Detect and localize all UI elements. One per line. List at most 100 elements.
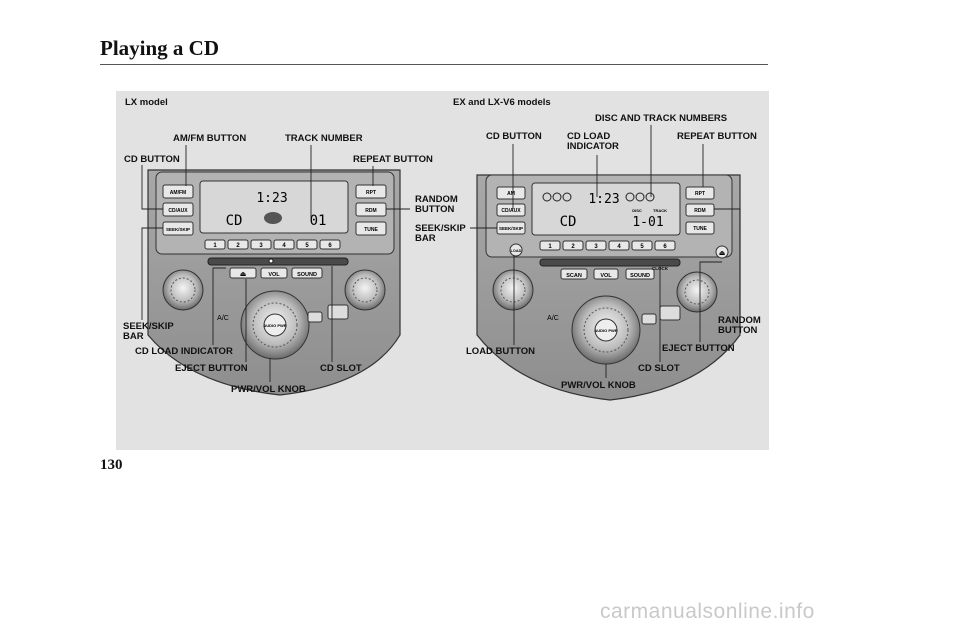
lx-preset-button[interactable]	[227, 239, 249, 250]
ex-preset-button[interactable]	[631, 240, 653, 251]
lx-preset-button[interactable]	[204, 239, 226, 250]
ex-preset-button[interactable]	[608, 240, 630, 251]
lx-random-button[interactable]	[355, 202, 387, 217]
lx-cd-aux-button[interactable]	[162, 202, 194, 217]
eject-icon: ⏏	[240, 270, 247, 278]
ex-load-button[interactable]	[509, 243, 523, 257]
ex-left-climate-knob[interactable]	[492, 269, 534, 311]
recirculation-icon[interactable]	[307, 311, 323, 323]
lx-pwr-vol-knob-center	[263, 313, 287, 337]
ex-pwr-vol-knob-center	[594, 318, 618, 342]
ex-vol-button-text: VOL	[600, 273, 612, 279]
ex-preset-button[interactable]	[562, 240, 584, 251]
ex-tune-bar-text: TUNE	[693, 226, 707, 232]
ex-preset-number: 4	[617, 244, 621, 250]
ex-repeat-button[interactable]	[685, 186, 715, 200]
lx-seek-skip-bar[interactable]	[162, 221, 194, 236]
disc-icon	[645, 192, 655, 202]
ex-preset-number: 2	[571, 244, 575, 250]
lx-knob-text: AUDIO PWR	[263, 323, 286, 328]
rear-defrost-icon[interactable]	[659, 305, 681, 321]
ex-preset-button[interactable]	[539, 240, 561, 251]
disc-icon	[562, 192, 572, 202]
lx-repeat-button[interactable]	[355, 184, 387, 199]
lx-am-fm-button[interactable]	[162, 184, 194, 199]
lx-preset-number: 6	[328, 243, 332, 249]
ex-am-button-text: AM	[507, 191, 515, 197]
page-title: Playing a CD	[100, 36, 220, 60]
lx-repeat-button-text: RPT	[366, 190, 376, 196]
lx-label-random-button-line1: RANDOM	[415, 194, 458, 205]
lx-eject-button[interactable]	[229, 267, 257, 279]
rear-defrost-icon[interactable]	[327, 304, 349, 320]
ex-vol-button[interactable]	[593, 268, 619, 280]
page-number: 130	[100, 457, 123, 473]
ex-sound-button[interactable]	[625, 268, 655, 280]
ex-cd-slot[interactable]	[539, 258, 681, 267]
ex-label-disc-track-numbers: DISC AND TRACK NUMBERS	[595, 113, 728, 124]
lx-preset-number: 5	[305, 243, 309, 249]
recirculation-icon[interactable]	[641, 313, 657, 325]
ex-label-repeat-button: REPEAT BUTTON	[677, 131, 757, 142]
ex-random-button[interactable]	[685, 203, 715, 217]
ex-lcd-time: 1:23	[588, 192, 619, 207]
lx-label-track-number: TRACK NUMBER	[285, 133, 363, 144]
lx-label-cd-slot: CD SLOT	[320, 363, 362, 374]
ex-preset-buttons: 1 2 3 4 5 6	[539, 240, 676, 251]
ex-scan-button-text: SCAN	[566, 273, 582, 279]
ex-repeat-button-text: RPT	[695, 191, 705, 197]
ex-scan-button[interactable]	[560, 268, 588, 280]
lx-label-seek-skip-bar-line2: BAR	[123, 331, 144, 342]
lx-sound-button[interactable]	[291, 267, 323, 279]
ex-cd-aux-button[interactable]	[496, 203, 526, 217]
lx-left-climate-knob[interactable]	[162, 269, 204, 311]
lx-cd-slot[interactable]	[207, 257, 349, 266]
lx-preset-number: 1	[213, 243, 217, 249]
ex-label-seek-skip-bar-line1: SEEK/SKIP	[415, 223, 466, 234]
ex-lcd-display	[531, 182, 681, 236]
lx-right-climate-knob[interactable]	[344, 269, 386, 311]
lx-lcd-vol-indicator	[264, 212, 282, 224]
ex-knob-text: AUDIO PWR	[594, 328, 617, 333]
ex-right-knob-ring	[684, 279, 710, 305]
ex-lcd-disc-track-number: 1-01	[632, 215, 663, 230]
callout-line	[141, 227, 163, 320]
lx-callout-lines	[141, 145, 410, 382]
callout-line	[212, 267, 226, 345]
ex-sound-button-text: SOUND	[630, 273, 650, 279]
callout-line	[699, 261, 722, 342]
ex-label-seek-skip-bar-line2: BAR	[415, 233, 436, 244]
ex-preset-button[interactable]	[585, 240, 607, 251]
ex-model-heading: EX and LX-V6 models	[453, 97, 551, 108]
ex-label-cd-load-indicator-line1: CD LOAD	[567, 131, 611, 142]
ex-lcd-mode: CD	[560, 214, 577, 230]
ex-random-button-text: RDM	[694, 208, 705, 214]
ex-eject-button[interactable]	[715, 245, 729, 259]
ex-label-cd-slot: CD SLOT	[638, 363, 680, 374]
ex-callout-lines	[470, 125, 741, 378]
ex-am-button[interactable]	[496, 186, 526, 200]
ex-label-eject-button: EJECT BUTTON	[662, 343, 735, 354]
eject-icon: ⏏	[719, 249, 726, 257]
ex-tune-bar[interactable]	[685, 221, 715, 235]
ex-right-climate-knob[interactable]	[676, 271, 718, 313]
lx-preset-button[interactable]	[273, 239, 295, 250]
lx-tune-bar[interactable]	[355, 221, 387, 236]
ex-preset-button[interactable]	[654, 240, 676, 251]
lx-label-repeat-button: REPEAT BUTTON	[353, 154, 433, 165]
ex-label-random-button-line1: RANDOM	[718, 315, 761, 326]
lx-preset-button[interactable]	[319, 239, 341, 250]
ex-radio-unit: AM CD/AUX SEEK/SKIP 1:23 CD DISC TRACK 1…	[476, 174, 741, 401]
lx-preset-buttons: 1 2 3 4 5 6	[204, 239, 341, 250]
lx-preset-button[interactable]	[250, 239, 272, 250]
lx-preset-button[interactable]	[296, 239, 318, 250]
lx-vol-button[interactable]	[260, 267, 288, 279]
ex-preset-number: 5	[640, 244, 644, 250]
callout-line	[714, 208, 741, 315]
ex-cd-aux-button-text: CD/AUX	[501, 208, 521, 214]
lx-label-random-button-line2: BUTTON	[415, 204, 455, 215]
ex-label-random-button-line2: BUTTON	[718, 325, 758, 336]
ex-lcd-disc-label: DISC	[632, 208, 642, 213]
lx-model-heading: LX model	[125, 97, 168, 108]
